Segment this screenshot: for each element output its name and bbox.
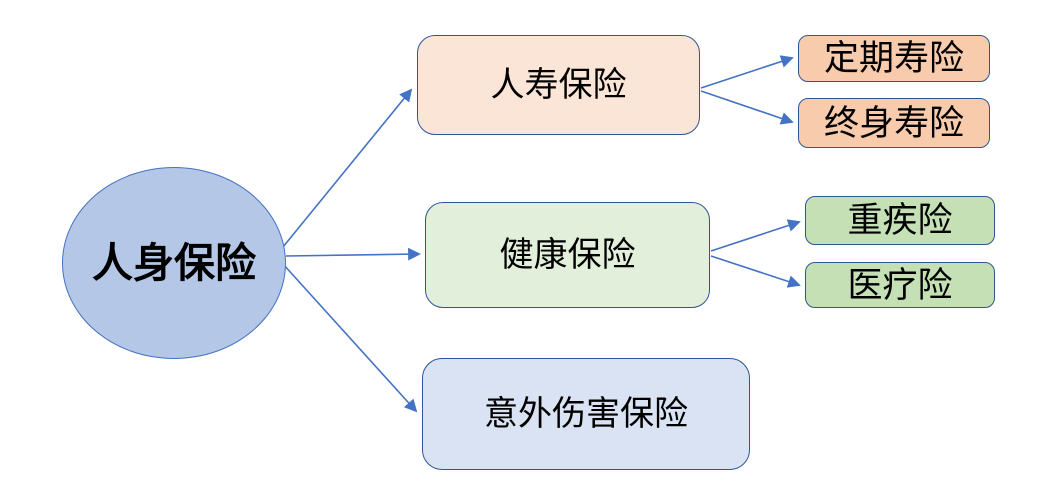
node-accident-injury-insurance: 意外伤害保险 <box>422 358 750 470</box>
node-health-insurance-label: 健康保险 <box>499 236 636 274</box>
node-whole-life-insurance-label: 终身寿险 <box>823 103 964 143</box>
node-life-insurance-label: 人寿保险 <box>490 66 627 104</box>
node-term-life-insurance: 定期寿险 <box>798 35 990 82</box>
arrow-root-to-health-insurance <box>285 247 421 261</box>
node-medical-insurance: 医疗险 <box>805 262 995 308</box>
node-life-insurance: 人寿保险 <box>417 35 700 135</box>
node-critical-illness-insurance-label: 重疾险 <box>847 201 953 240</box>
node-root-label: 人身保险 <box>92 239 256 286</box>
node-term-life-insurance-label: 定期寿险 <box>823 39 964 78</box>
node-root-personal-insurance: 人身保险 <box>62 167 286 359</box>
arrow-health-to-critical-illness <box>710 219 801 252</box>
node-medical-insurance-label: 医疗险 <box>847 265 953 305</box>
arrow-root-to-accident-insurance <box>282 263 418 413</box>
arrow-root-to-life-insurance <box>282 88 413 248</box>
node-accident-injury-insurance-label: 意外伤害保险 <box>484 395 688 433</box>
node-whole-life-insurance: 终身寿险 <box>798 98 990 148</box>
arrow-life-to-whole-life <box>700 90 794 125</box>
node-critical-illness-insurance: 重疾险 <box>805 196 995 245</box>
arrow-life-to-term-life <box>700 55 794 89</box>
arrow-health-to-medical <box>710 255 801 288</box>
node-health-insurance: 健康保险 <box>425 202 710 308</box>
